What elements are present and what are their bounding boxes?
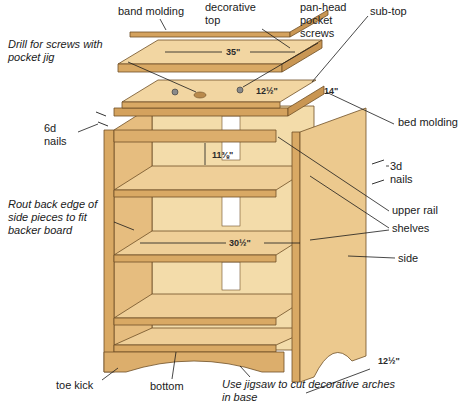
pocket-screw	[172, 89, 178, 95]
part-label: side	[398, 252, 438, 265]
instruction-note: Rout back edge of side pieces to fit bac…	[8, 198, 116, 237]
band-molding	[130, 32, 290, 37]
part-label: bed molding	[398, 116, 468, 129]
dimension: 12½"	[256, 86, 280, 97]
shelf-edge	[114, 190, 276, 197]
cable-opening	[222, 196, 240, 226]
dimension: 35"	[226, 47, 250, 58]
part-label: bottom	[150, 380, 200, 393]
leader-lines	[78, 16, 395, 380]
dimension-lines	[140, 52, 370, 393]
right-side-panel	[300, 108, 366, 382]
pocket-hole	[194, 92, 206, 98]
bottom-edge	[114, 345, 276, 352]
instruction-note: Use jigsaw to cut decorative arches in b…	[222, 378, 400, 404]
right-side-edge	[292, 132, 300, 382]
shelf	[114, 294, 314, 318]
part-label: band molding	[118, 5, 198, 18]
sub-top-edge	[122, 102, 280, 108]
part-label: shelves	[392, 222, 452, 235]
decorative-top-side	[282, 40, 322, 72]
part-label: pan-head pocket screws	[300, 1, 352, 40]
shelf	[114, 166, 314, 190]
decorative-top-edge	[118, 64, 282, 72]
part-label: sub-top	[370, 5, 430, 18]
toe-kick	[104, 352, 284, 372]
dimension: 11⅜"	[212, 150, 242, 161]
cable-opening	[222, 262, 240, 290]
part-label: 3d nails	[390, 160, 424, 186]
pocket-screw	[237, 87, 243, 93]
dimension: 14"	[324, 86, 348, 97]
part-label: decorative top	[205, 1, 265, 27]
sub-top	[122, 80, 316, 102]
part-label: toe kick	[56, 379, 106, 392]
shelf	[114, 231, 314, 255]
nails	[96, 112, 384, 184]
dimension: 12½"	[378, 356, 408, 367]
dimension: 30½"	[229, 238, 263, 249]
shelf-edge	[114, 318, 276, 325]
part-label: 6d nails	[44, 122, 76, 148]
bed-molding	[114, 108, 288, 116]
upper-rail	[114, 130, 276, 142]
left-side-edge	[104, 130, 114, 372]
part-label: upper rail	[392, 204, 462, 217]
instruction-note: Drill for screws with pocket jig	[8, 38, 130, 64]
shelf-edge	[114, 255, 276, 262]
bottom-panel	[114, 328, 314, 345]
